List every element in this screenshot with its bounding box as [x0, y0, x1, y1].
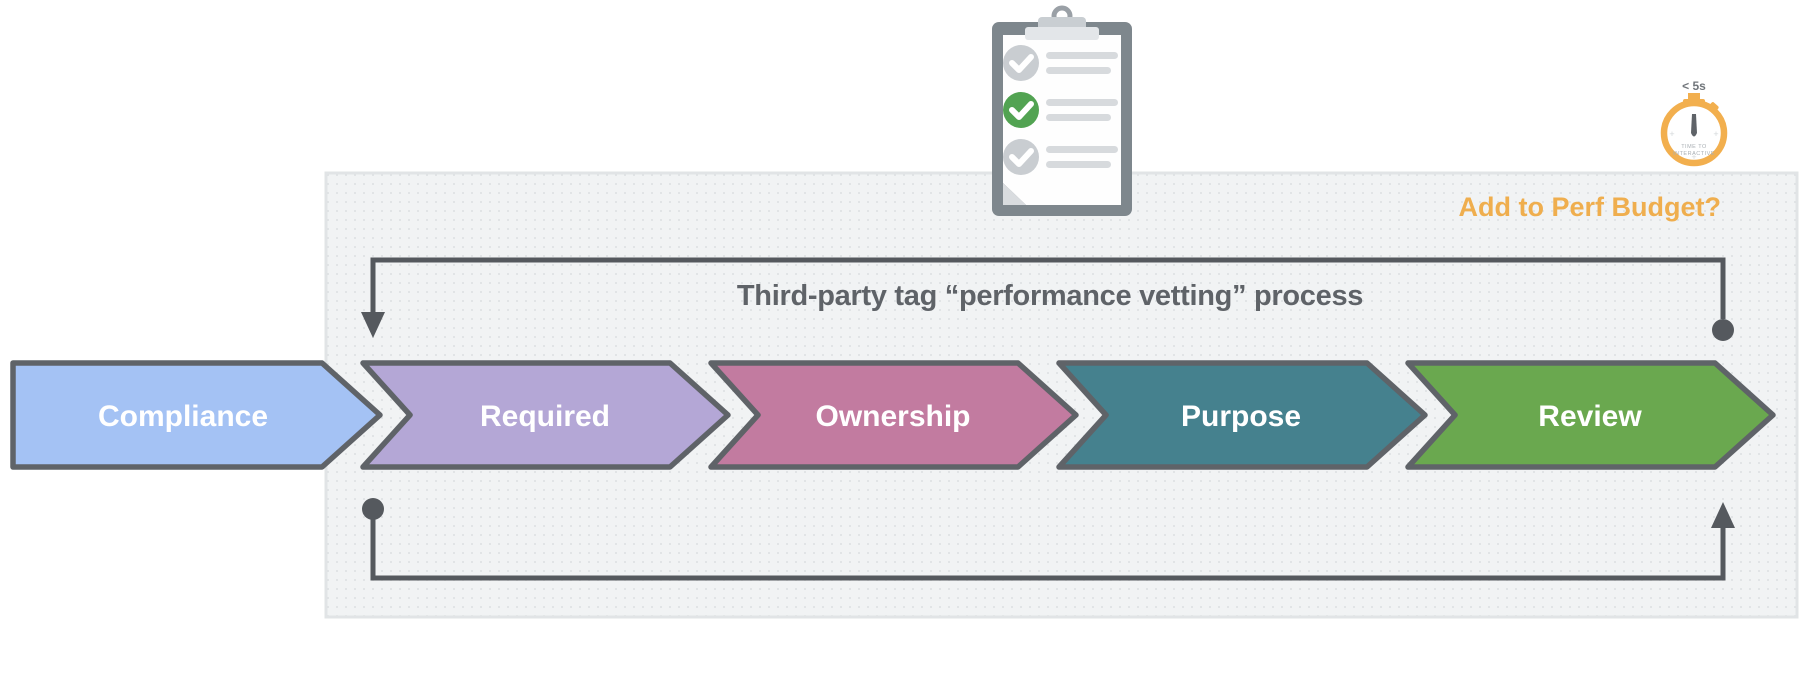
stopwatch-needle	[1691, 114, 1697, 137]
watch-tick-mark: +	[1713, 129, 1718, 139]
diagram-title: Third-party tag “performance vetting” pr…	[737, 280, 1363, 312]
loop-arrow-top	[361, 257, 1734, 341]
stopwatch-badge: < 5s	[1682, 79, 1706, 93]
checklist-text-bar	[1046, 52, 1118, 59]
stage-compliance-shape	[10, 360, 383, 470]
checklist-text-bar	[1046, 146, 1118, 153]
stage-list: Compliance Required Ownership Purpose Re…	[10, 360, 1776, 470]
stage-required-shape	[360, 360, 731, 470]
checkmark-icon	[1009, 101, 1034, 120]
stopwatch-dial-line2: INTERACTIVE	[1673, 151, 1715, 157]
stage-compliance-label: Compliance	[98, 400, 268, 433]
clipboard-paper-curl	[1003, 183, 1026, 205]
stage-purpose-label: Purpose	[1181, 400, 1301, 433]
stage-ownership-label: Ownership	[815, 400, 970, 433]
check-circle-icon	[1003, 45, 1039, 81]
loop-arrow-bottom	[362, 498, 1735, 581]
checklist-item	[1003, 139, 1118, 175]
checklist-text-bar	[1046, 99, 1118, 106]
stage-review: Review	[1405, 360, 1776, 470]
stopwatch-icon: < 5s + + + TIME TO INTERACTIVE	[1660, 79, 1728, 167]
arrowhead-down-icon	[361, 312, 385, 338]
checkmark-icon	[1009, 54, 1034, 73]
checklist-item	[1003, 92, 1118, 128]
watch-tick-mark: +	[1669, 129, 1674, 139]
stage-purpose-shape	[1056, 360, 1428, 470]
checklist-text-bar	[1046, 114, 1111, 121]
perf-budget-label: Add to Perf Budget?	[1459, 192, 1721, 222]
loop-start-dot	[1712, 319, 1734, 341]
stage-required-label: Required	[480, 400, 610, 433]
stage-ownership: Ownership	[708, 360, 1079, 470]
checklist-item	[1003, 45, 1118, 81]
arrowhead-up-icon	[1711, 502, 1735, 528]
stopwatch-dial-line1: TIME TO	[1681, 144, 1707, 150]
clipboard-clip-base	[1025, 27, 1099, 40]
stage-review-shape	[1405, 360, 1776, 470]
loop-start-dot	[362, 498, 384, 520]
stage-purpose: Purpose	[1056, 360, 1428, 470]
loop-arrow-top-line	[370, 257, 1726, 319]
stage-review-label: Review	[1538, 400, 1642, 433]
checklist-clipboard-icon	[992, 5, 1132, 216]
check-circle-icon	[1003, 139, 1039, 175]
checkmark-icon	[1009, 148, 1034, 167]
loop-arrow-bottom-line	[370, 519, 1726, 581]
watch-tick-mark: +	[1691, 152, 1696, 162]
stage-ownership-shape	[708, 360, 1079, 470]
check-circle-icon	[1003, 92, 1039, 128]
stage-required: Required	[360, 360, 731, 470]
checklist-text-bar	[1046, 67, 1111, 74]
checklist-text-bar	[1046, 161, 1111, 168]
stage-compliance: Compliance	[10, 360, 383, 470]
